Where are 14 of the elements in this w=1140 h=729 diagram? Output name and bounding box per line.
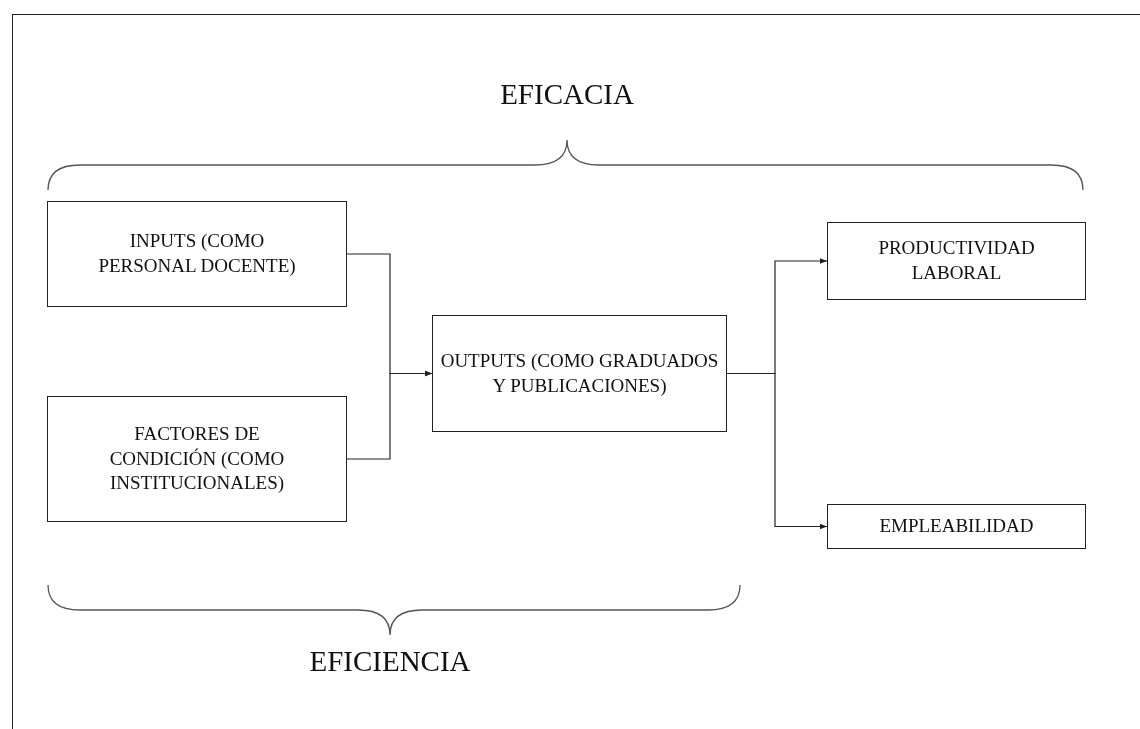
- process-box: [827, 504, 1086, 549]
- box-text: EMPLEABILIDAD: [878, 514, 1035, 539]
- box-text: FACTORES DE CONDICIÓN (COMO INSTITUCIONALES): [108, 421, 286, 496]
- arrow: [726, 372, 828, 530]
- process-box: [827, 222, 1086, 300]
- box-text: INPUTS (COMO PERSONAL DOCENTE): [97, 229, 297, 278]
- process-box: [47, 396, 347, 522]
- box-text: OUTPUTS (COMO GRADUADOS Y PUBLICACIONES): [439, 348, 720, 398]
- box-text: PRODUCTIVIDAD LABORAL: [877, 236, 1036, 285]
- bracket-label: EFICACIA: [500, 78, 634, 111]
- process-box: [47, 201, 347, 307]
- process-box: [432, 315, 727, 432]
- arrow: [346, 370, 433, 460]
- bracket-label: EFICIENCIA: [309, 645, 471, 678]
